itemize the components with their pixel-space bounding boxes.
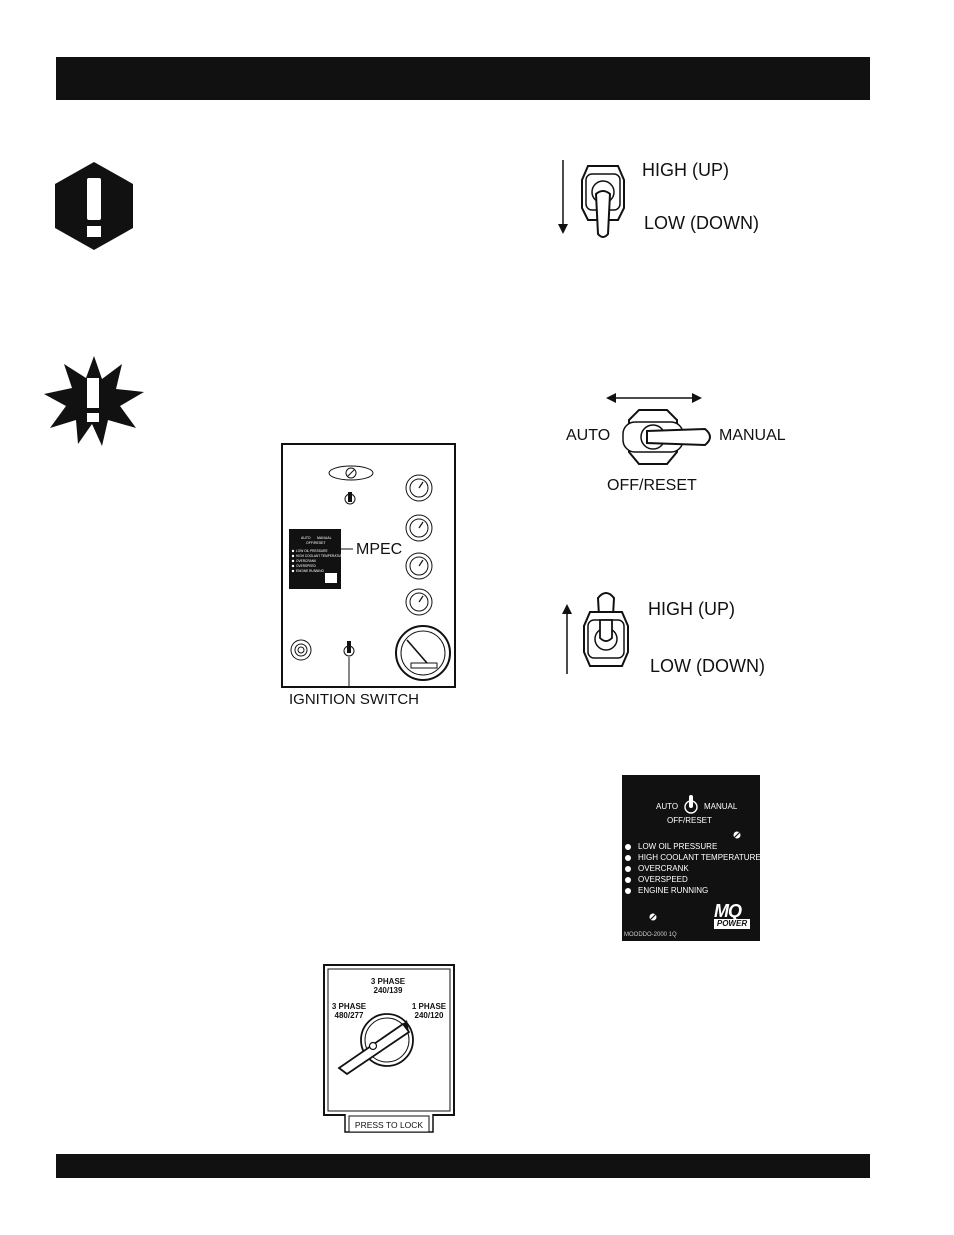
led-indicator [625, 887, 631, 894]
low-down-label: LOW (DOWN) [644, 213, 759, 233]
hexagon-exclamation-icon [55, 162, 133, 250]
mq-power-logo: MQ POWER [714, 901, 756, 929]
led-indicator [625, 865, 631, 872]
throttle-switch-up-figure: HIGH (UP) LOW (DOWN) [560, 590, 790, 680]
led-label: OVERSPEED [638, 875, 688, 884]
led-label: LOW OIL PRESSURE [638, 842, 718, 851]
led-row: ENGINE RUNNING [625, 885, 761, 896]
ignition-switch-callout: IGNITION SWITCH [289, 691, 419, 708]
led-indicator [625, 876, 631, 883]
off-reset-label: OFF/RESET [607, 477, 697, 494]
toggle-switch-icon [581, 165, 625, 238]
led-label: HIGH COOLANT TEMPERATURE [638, 853, 761, 862]
power-logo-text: POWER [714, 919, 750, 929]
mini-mpec-off-reset: OFF/RESET [306, 541, 327, 545]
mini-led-label: OVERSPEED [296, 564, 317, 568]
press-to-lock-label: PRESS TO LOCK [354, 1120, 424, 1130]
screw-icon [733, 831, 741, 839]
mpec-manual-label: MANUAL [704, 802, 738, 811]
voltage-selector-figure: 3 PHASE 240/139 3 PHASE 480/277 1 PHASE … [323, 964, 455, 1136]
auto-label: AUTO [566, 427, 611, 444]
left-position-line1: 3 PHASE [331, 1002, 367, 1011]
footer-bar [56, 1154, 870, 1178]
throttle-switch-down-figure: HIGH (UP) LOW (DOWN) [556, 156, 786, 246]
toggle-icon [684, 795, 698, 814]
top-position-label: 3 PHASE 240/139 [359, 977, 417, 995]
led-label: ENGINE RUNNING [638, 886, 709, 895]
double-arrow-icon [606, 393, 702, 403]
arrow-down-icon [558, 160, 568, 234]
mpec-off-reset-label: OFF/RESET [667, 816, 712, 825]
led-list: LOW OIL PRESSURE HIGH COOLANT TEMPERATUR… [625, 841, 761, 896]
top-position-line2: 240/139 [373, 986, 403, 995]
starburst-exclamation-icon [44, 356, 144, 446]
led-label: OVERCRANK [638, 864, 689, 873]
control-panel-drawing: AUTO MANUAL OFF/RESET LOW OIL PRESSURE H… [281, 443, 456, 688]
high-up-label: HIGH (UP) [648, 599, 735, 619]
mpec-module: AUTO MANUAL OFF/RESET LOW OIL PRESSURE H… [622, 775, 761, 941]
toggle-switch-icon [622, 409, 711, 465]
mini-led-label: OVERCRANK [296, 559, 317, 563]
led-indicator [625, 854, 631, 861]
left-position-line2: 480/277 [334, 1011, 364, 1020]
manual-label: MANUAL [719, 427, 786, 444]
toggle-switch-icon [583, 592, 629, 667]
led-row: OVERSPEED [625, 874, 761, 885]
screw-icon [649, 913, 657, 921]
led-row: OVERCRANK [625, 863, 761, 874]
mini-led-label: LOW OIL PRESSURE [296, 549, 328, 553]
control-panel-figure: AUTO MANUAL OFF/RESET LOW OIL PRESSURE H… [276, 443, 456, 713]
mini-led-label: ENGINE RUNNING [296, 569, 325, 573]
right-position-line1: 1 PHASE [411, 1002, 447, 1011]
part-number: MOODDO-2000 1Q [624, 932, 677, 938]
mini-led-label: HIGH COOLANT TEMPERATURE [296, 554, 345, 558]
low-down-label: LOW (DOWN) [650, 656, 765, 676]
mq-logo-text: MQ [714, 901, 742, 921]
mpec-callout: MPEC [356, 541, 403, 558]
mpec-auto-label: AUTO [656, 802, 679, 811]
mini-mpec-auto: AUTO [301, 536, 311, 540]
right-position-label: 1 PHASE 240/120 [409, 1002, 449, 1020]
header-bar [56, 57, 870, 100]
voltage-selector-drawing [323, 964, 455, 1133]
high-up-label: HIGH (UP) [642, 160, 729, 180]
right-position-line2: 240/120 [414, 1011, 444, 1020]
left-position-label: 3 PHASE 480/277 [329, 1002, 369, 1020]
top-position-line1: 3 PHASE [370, 977, 406, 986]
led-row: LOW OIL PRESSURE [625, 841, 761, 852]
mini-mpec-manual: MANUAL [317, 536, 332, 540]
led-indicator [625, 843, 631, 850]
arrow-up-icon [562, 604, 572, 674]
led-row: HIGH COOLANT TEMPERATURE [625, 852, 761, 863]
mpec-toggle-figure: AUTO MANUAL OFF/RESET [564, 388, 794, 498]
